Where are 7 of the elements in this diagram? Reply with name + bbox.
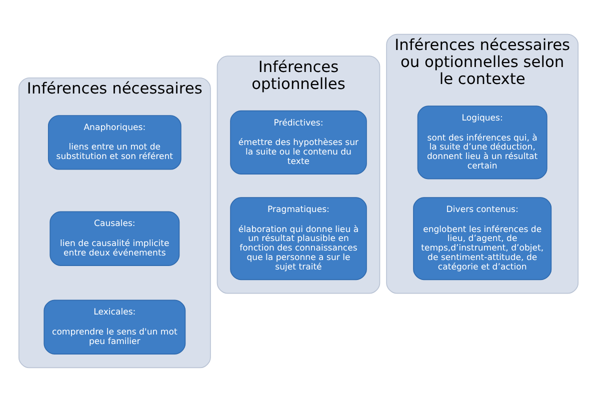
node-box: Anaphoriques: liens entre un mot de substitution et son référent (48, 114, 182, 170)
node-box: Causales: lien de causalité implicite entre deux événements (50, 210, 180, 266)
node-box: Prédictives: émettre des hypothèses sur la suite ou le contenu du texte (230, 110, 367, 174)
node-box: Divers contenus: englobent les inférences de lieu, d’agent, de temps,d’instrument, d’objet, de sentiment-attitude, de catégorie et d’action (413, 196, 552, 280)
node-box: Logiques: sont des inférences qui, à la suite d’une déduction, donnent lieu à un résultat certain (417, 105, 548, 179)
node-box: Pragmatiques: élaboration qui donne lieu à un résultat plausible en fonction des connaissances que la personne a sur le sujet traité (230, 196, 367, 280)
node-box: Lexicales: comprendre le sens d'un mot peu familier (44, 299, 186, 354)
